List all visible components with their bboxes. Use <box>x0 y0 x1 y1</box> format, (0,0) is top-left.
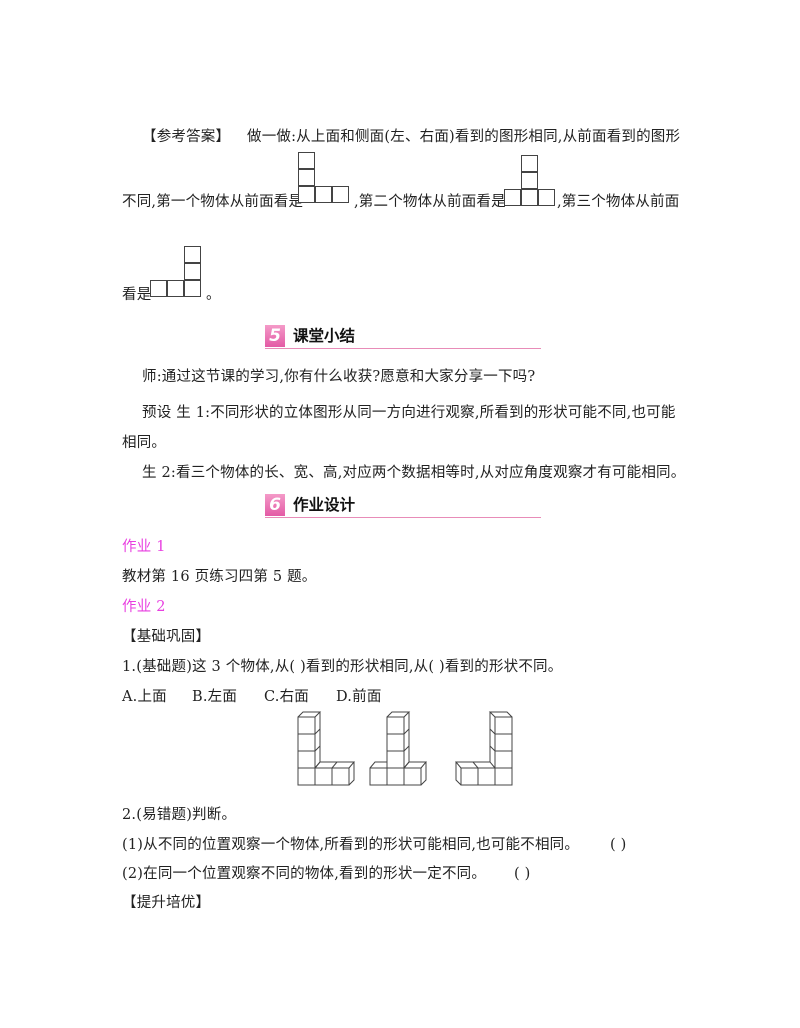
option-a: A.上面 <box>122 689 167 705</box>
summary-student-1: 预设 生 1:不同形状的立体图形从同一方向进行观察,所看到的形状可能不同,也可能 <box>142 405 676 421</box>
object-1-front-view <box>298 152 354 206</box>
question-2-item-1-blank[interactable]: ( ) <box>610 837 627 853</box>
option-d: D.前面 <box>336 689 382 705</box>
object-2-front-view <box>504 155 560 209</box>
question-2-item-2: (2)在同一个位置观察不同的物体,看到的形状一定不同。 <box>122 866 487 882</box>
summary-teacher-question: 师:通过这节课的学习,你有什么收获?愿意和大家分享一下吗? <box>142 369 536 385</box>
answer-label: 【参考答案】 <box>142 129 231 145</box>
section-6-title: 作业设计 <box>293 496 356 514</box>
section-6-underline <box>265 517 541 518</box>
section-5-underline <box>265 348 541 349</box>
cube-object-2 <box>369 711 428 786</box>
homework-2-label: 作业 2 <box>122 599 166 615</box>
answer-line-2a: 不同,第一个物体从前面看是 <box>122 194 304 210</box>
answer-line-2b: ,第二个物体从前面看是 <box>354 194 506 210</box>
question-1: 1.(基础题)这 3 个物体,从( )看到的形状相同,从( )看到的形状不同。 <box>122 659 563 675</box>
object-3-front-view <box>150 246 206 300</box>
cube-object-1 <box>297 711 356 786</box>
answer-line-3a: 看是 <box>122 287 152 303</box>
summary-student-2: 生 2:看三个物体的长、宽、高,对应两个数据相等时,从对应角度观察才有可能相同。 <box>142 465 686 481</box>
section-6-badge: 6 <box>265 494 285 516</box>
answer-line-1: 做一做:从上面和侧面(左、右面)看到的图形相同,从前面看到的图形 <box>247 129 681 145</box>
section-5-title: 课堂小结 <box>293 327 356 345</box>
advanced-improvement-label: 【提升培优】 <box>122 895 211 911</box>
basic-consolidation-label: 【基础巩固】 <box>122 629 211 645</box>
section-5-badge: 5 <box>265 325 285 347</box>
question-2: 2.(易错题)判断。 <box>122 807 237 823</box>
option-b: B.左面 <box>192 689 238 705</box>
homework-1-label: 作业 1 <box>122 539 166 555</box>
answer-line-2c: ,第三个物体从前面 <box>557 194 680 210</box>
homework-1-text: 教材第 16 页练习四第 5 题。 <box>122 569 317 585</box>
answer-line-3b: 。 <box>206 287 221 303</box>
section-5-header: 5 课堂小结 <box>265 324 541 349</box>
cube-objects-figure <box>297 711 513 786</box>
option-c: C.右面 <box>264 689 309 705</box>
question-2-item-1: (1)从不同的位置观察一个物体,所看到的形状可能相同,也可能不相同。 <box>122 837 580 853</box>
cube-object-3 <box>454 711 513 786</box>
question-2-item-2-blank[interactable]: ( ) <box>514 866 531 882</box>
summary-student-1-cont: 相同。 <box>122 435 167 451</box>
section-6-header: 6 作业设计 <box>265 493 541 518</box>
